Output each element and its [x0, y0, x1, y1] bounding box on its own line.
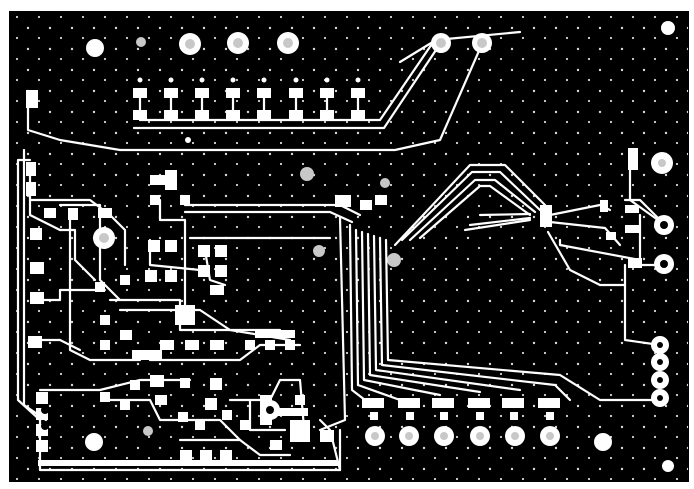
- mounting-hole: [143, 426, 153, 436]
- mounting-hole: [662, 460, 674, 472]
- top-header-pads: [179, 32, 299, 55]
- resistor-pad: [164, 88, 178, 98]
- resistor-pad: [195, 88, 209, 98]
- right-edge-connector: [651, 336, 669, 407]
- copper-fills: [38, 175, 552, 466]
- mounting-holes: [85, 21, 675, 472]
- mounting-hole: [86, 39, 104, 57]
- resistor-pad: [257, 88, 271, 98]
- right-top-pads: [431, 33, 492, 53]
- resistor-row-pads: [133, 77, 365, 143]
- right-side-pads: [600, 148, 674, 274]
- bottom-connector-pads: [362, 398, 560, 446]
- mounting-hole: [380, 178, 390, 188]
- mounting-hole: [594, 433, 612, 451]
- mounting-hole: [136, 37, 146, 47]
- mounting-hole: [387, 253, 401, 267]
- via-stitching: [10, 12, 688, 480]
- resistor-pad: [320, 88, 334, 98]
- resistor-pad: [226, 88, 240, 98]
- board-outline: [7, 9, 691, 484]
- mounting-hole: [313, 245, 325, 257]
- resistor-pad: [289, 88, 303, 98]
- mounting-hole: [300, 167, 314, 181]
- mounting-hole: [85, 433, 103, 451]
- left-component-cluster: [26, 90, 387, 460]
- resistor-pad: [351, 88, 365, 98]
- resistor-pad: [133, 88, 147, 98]
- mounting-hole: [661, 21, 675, 35]
